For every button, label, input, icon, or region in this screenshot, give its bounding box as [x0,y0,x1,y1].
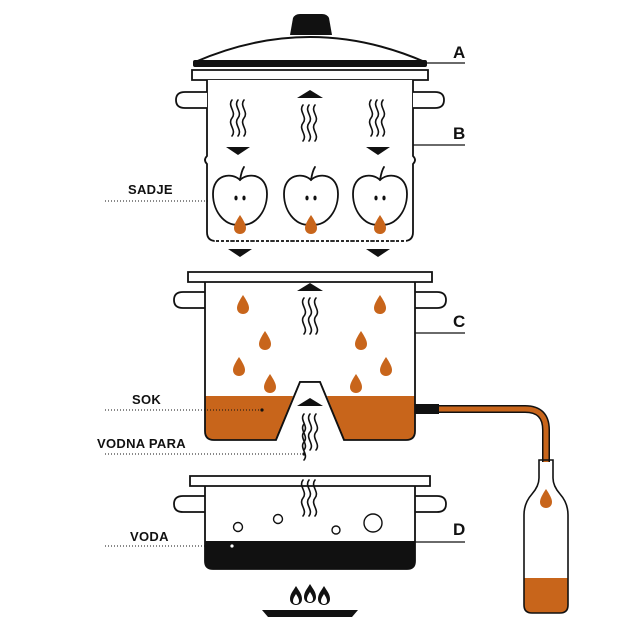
water-pot-body [204,486,416,570]
leader-dot [260,408,264,412]
bottle-icon [523,459,569,614]
collector-rim [187,271,433,283]
water-pot-rim [189,475,431,487]
bubble-icon [272,513,284,525]
label-voda: VODA [130,529,169,544]
collector-handle-left [173,291,205,309]
label-b: B [453,124,465,143]
arrow-down-icon [228,249,252,257]
basket-rim [191,69,429,81]
arrow-down-icon [366,147,390,155]
lid-dome [194,36,426,63]
juice-drop-icon [540,489,552,508]
juice-drop-icon [264,374,276,393]
label-vodna-para: VODNA PARA [97,436,186,451]
bubble-icon [232,521,244,533]
leader-dot [230,544,234,548]
juice-drop-icon [237,295,249,314]
steam-icon [301,297,319,335]
juice-drop-icon [374,295,386,314]
label-sadje: SADJE [128,182,173,197]
bottle-outline [523,459,569,614]
flame-icon [304,584,316,603]
leader-lines [105,62,465,547]
bottle-juice-fill [524,578,568,613]
arrow-up-icon [297,90,323,98]
juice-drop-icon [233,357,245,376]
water-fill [205,541,415,569]
arrow-down-icon [226,147,250,155]
stove-burner [262,584,358,617]
arrow-down-icon [366,249,390,257]
collector-handle-right [415,291,447,309]
lid-knob-icon [290,14,332,35]
hose-icon [439,405,550,462]
juice-collector-pot [173,271,447,451]
label-d: D [453,520,465,539]
juice-fill [205,396,415,440]
water-pot [173,475,447,570]
bubble-icon [331,525,341,535]
flame-icon [318,586,330,605]
lid [193,14,427,67]
juice-drop-icon [380,357,392,376]
juice-drop-icon [355,331,367,350]
basket-handle-left [175,91,207,109]
juice-drop-icon [259,331,271,350]
juice-outlet [415,404,439,414]
label-a: A [453,43,465,62]
basket-handle-right [413,91,445,109]
bubble-icon [363,513,383,533]
label-sok: SOK [132,392,161,407]
water-pot-handle-right [415,495,447,513]
fruit-basket-pot [175,69,445,242]
arrow-up-icon [297,283,323,291]
flame-icon [290,586,302,605]
juice-drop-icon [350,374,362,393]
burner-plate [262,610,358,617]
label-c: C [453,312,465,331]
steam-funnel [275,381,345,441]
arrow-up-icon [297,398,323,406]
water-pot-handle-left [173,495,205,513]
lid-rim [193,60,427,67]
leader-dot [302,452,306,456]
